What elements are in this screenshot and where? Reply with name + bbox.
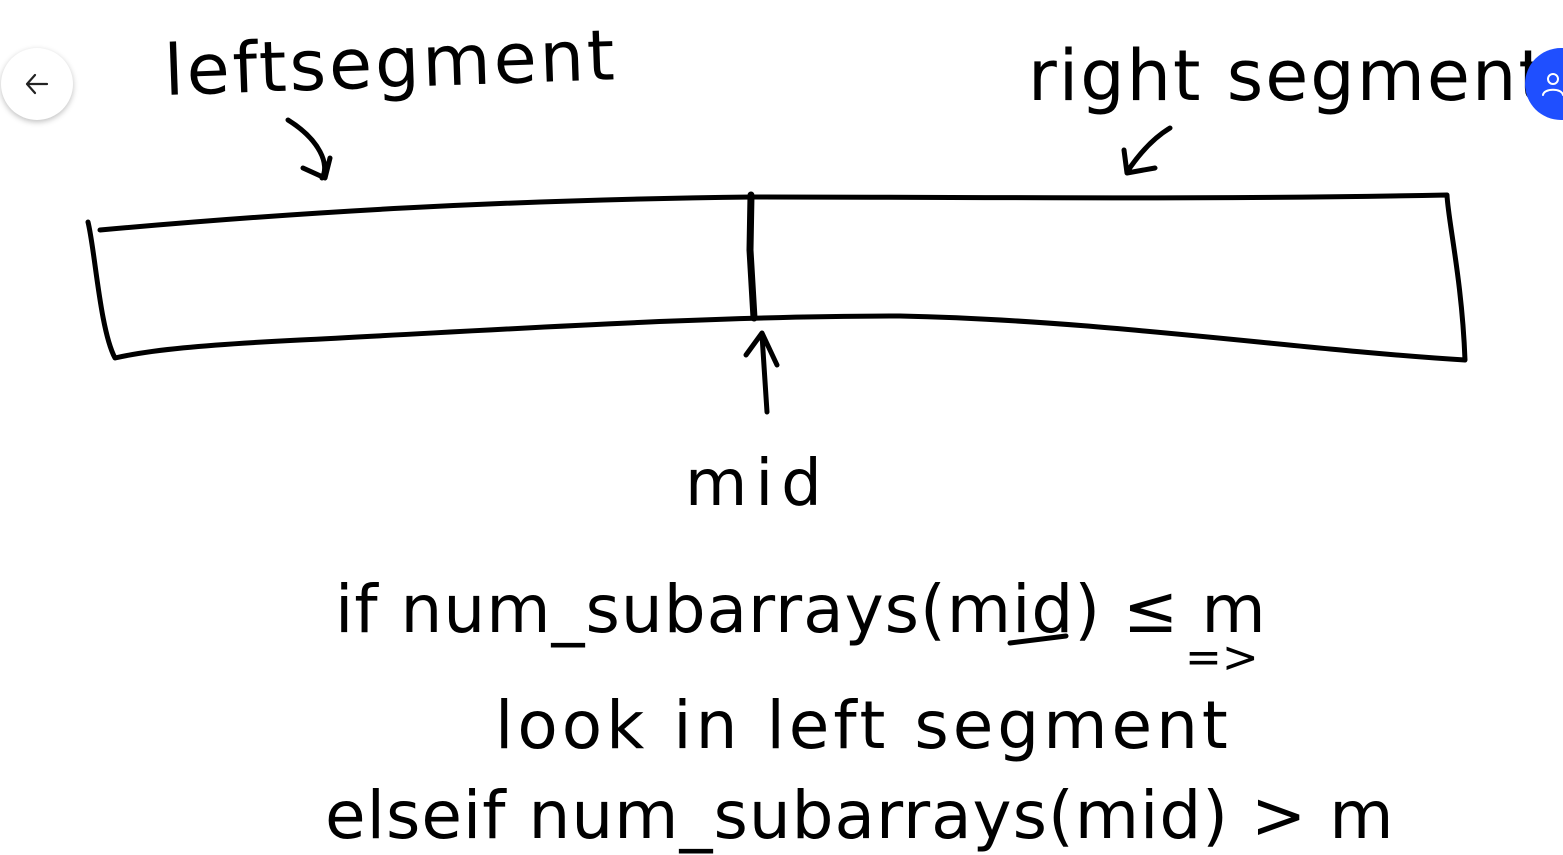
right-segment-arrow (1121, 125, 1173, 176)
mid-divider (746, 191, 758, 322)
condition-line-3: elseif num_subarrays(mid) > m (325, 777, 1395, 854)
user-icon (1542, 73, 1563, 96)
array-bar-outline (85, 192, 1468, 363)
left-segment-label: leftsegment (163, 14, 619, 112)
mid-label: mid (685, 447, 830, 521)
mid-arrow (743, 330, 780, 415)
arrow-left-icon (25, 73, 49, 95)
condition-line-2: look in left segment (495, 687, 1232, 764)
condition-line-1: if num_subarrays(mid) ≤ m (335, 571, 1267, 648)
condition-arrow: => (1185, 632, 1259, 683)
leq-underline (1007, 633, 1069, 646)
left-segment-arrow (285, 117, 333, 181)
right-segment-label: right segment (1028, 35, 1548, 117)
back-button[interactable] (1, 48, 73, 120)
